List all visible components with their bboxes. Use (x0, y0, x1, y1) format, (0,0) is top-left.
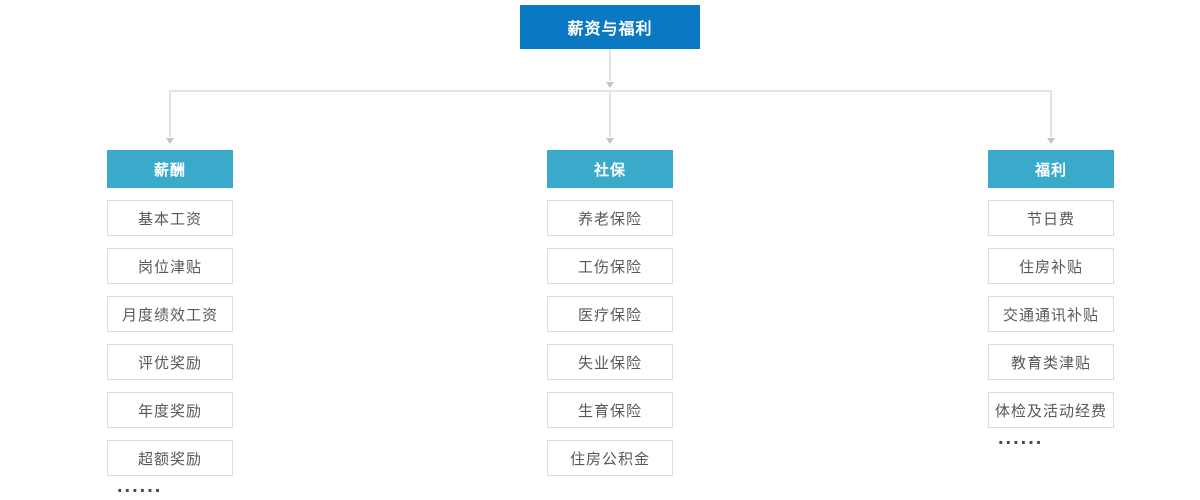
connector-horizontal (169, 90, 1052, 92)
tree-node: 医疗保险 (547, 296, 673, 332)
tree-node: 月度绩效工资 (107, 296, 233, 332)
tree-node: 基本工资 (107, 200, 233, 236)
root-node: 薪资与福利 (520, 5, 700, 49)
arrow-down-icon (606, 138, 614, 144)
arrow-down-icon (606, 82, 614, 88)
tree-node: 体检及活动经费 (988, 392, 1114, 428)
column-header-welfare: 福利 (988, 150, 1114, 188)
tree-node: 生育保险 (547, 392, 673, 428)
arrow-down-icon (166, 138, 174, 144)
tree-node: 节日费 (988, 200, 1114, 236)
tree-node: 评优奖励 (107, 344, 233, 380)
tree-node: 教育类津贴 (988, 344, 1114, 380)
column-welfare: 福利 节日费 住房补贴 交通通讯补贴 教育类津贴 体检及活动经费 ...... (988, 150, 1114, 449)
tree-node: 交通通讯补贴 (988, 296, 1114, 332)
column-header-social-insurance: 社保 (547, 150, 673, 188)
tree-node: 超额奖励 (107, 440, 233, 476)
more-ellipsis: ...... (117, 475, 163, 497)
tree-node: 年度奖励 (107, 392, 233, 428)
tree-node: 住房公积金 (547, 440, 673, 476)
tree-node: 住房补贴 (988, 248, 1114, 284)
tree-node: 养老保险 (547, 200, 673, 236)
column-header-salary: 薪酬 (107, 150, 233, 188)
tree-node: 失业保险 (547, 344, 673, 380)
arrow-down-icon (1047, 138, 1055, 144)
connector-drop-right (1050, 92, 1052, 137)
more-ellipsis: ...... (998, 427, 1044, 449)
tree-node: 工伤保险 (547, 248, 673, 284)
connector-root-vertical (609, 49, 611, 81)
connector-drop-left (169, 92, 171, 137)
column-salary: 薪酬 基本工资 岗位津贴 月度绩效工资 评优奖励 年度奖励 超额奖励 .....… (107, 150, 233, 497)
column-social-insurance: 社保 养老保险 工伤保险 医疗保险 失业保险 生育保险 住房公积金 (547, 150, 673, 476)
tree-node: 岗位津贴 (107, 248, 233, 284)
connector-drop-middle (609, 92, 611, 137)
